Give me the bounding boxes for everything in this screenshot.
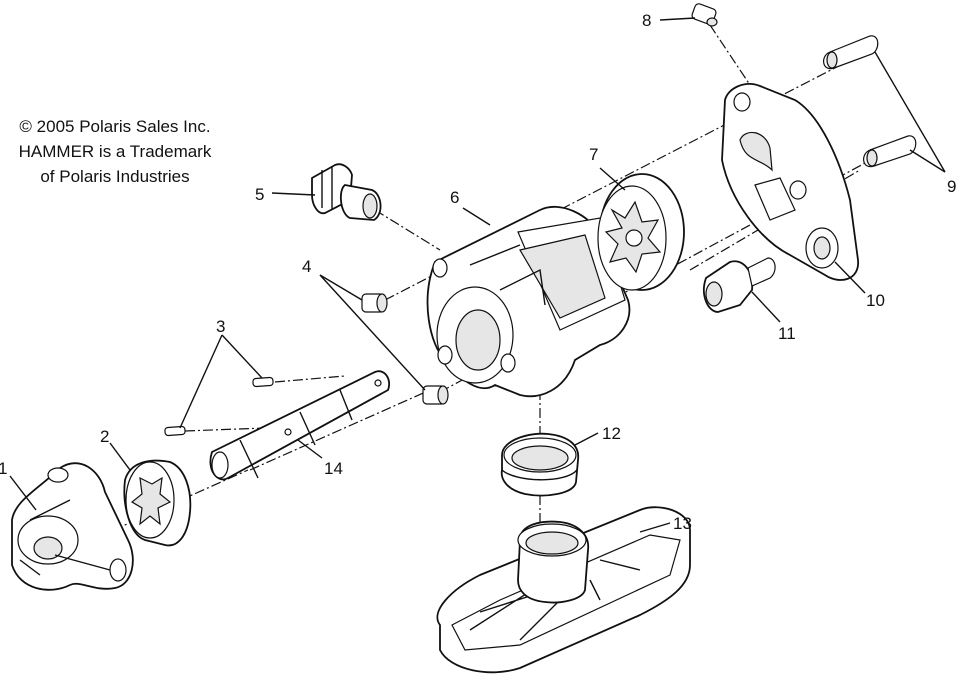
callout-6: 6 bbox=[450, 188, 459, 207]
part-4-dowels bbox=[361, 293, 449, 405]
callout-14: 14 bbox=[324, 459, 343, 478]
part-6-pump-housing bbox=[426, 205, 631, 398]
part-9-dowels bbox=[823, 35, 917, 168]
copyright-line-1: © 2005 Polaris Sales Inc. bbox=[19, 117, 211, 136]
callout-2: 2 bbox=[100, 427, 109, 446]
copyright-notice: © 2005 Polaris Sales Inc. HAMMER is a Tr… bbox=[0, 114, 230, 189]
part-10-pump-cover bbox=[721, 83, 859, 281]
part-2-inner-rotor bbox=[123, 459, 192, 547]
copyright-line-2: HAMMER is a Trademark bbox=[18, 142, 212, 161]
part-3-pins bbox=[164, 376, 274, 437]
part-13-strainer bbox=[436, 506, 691, 674]
part-5-fitting bbox=[311, 163, 382, 221]
leader-lines bbox=[9, 17, 946, 533]
callout-5: 5 bbox=[255, 185, 264, 204]
copyright-line-3: of Polaris Industries bbox=[40, 167, 190, 186]
callout-8: 8 bbox=[642, 11, 651, 30]
part-1-end-cover bbox=[11, 462, 134, 591]
part-14-shaft bbox=[209, 370, 390, 481]
callout-7: 7 bbox=[589, 145, 598, 164]
callout-12: 12 bbox=[602, 424, 621, 443]
callout-numbers: 1 2 3 4 5 6 7 8 9 10 11 12 13 14 bbox=[0, 11, 956, 533]
callout-3: 3 bbox=[216, 317, 225, 336]
callout-4: 4 bbox=[302, 257, 311, 276]
callout-11: 11 bbox=[778, 324, 796, 343]
part-7-rotor-set bbox=[597, 173, 685, 291]
part-8-plug bbox=[691, 3, 718, 27]
callout-13: 13 bbox=[673, 514, 692, 533]
callout-1: 1 bbox=[0, 459, 7, 478]
part-11-fitting bbox=[703, 257, 776, 313]
callout-10: 10 bbox=[866, 291, 885, 310]
callout-9: 9 bbox=[947, 177, 956, 196]
part-12-seal bbox=[500, 432, 580, 497]
